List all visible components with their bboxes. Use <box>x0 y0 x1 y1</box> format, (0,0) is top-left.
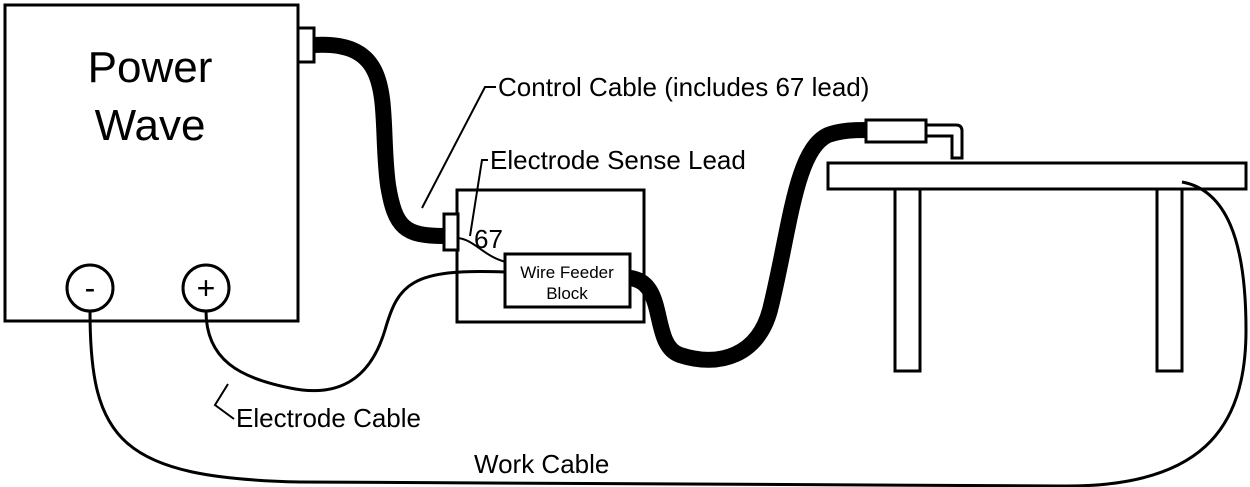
wire-feeder-block-line1: Wire Feeder <box>520 263 614 282</box>
gun-cable <box>628 122 869 368</box>
work-cable <box>88 180 1248 487</box>
lead-67-label: 67 <box>474 224 503 254</box>
lead-67-wire <box>457 237 507 263</box>
power-source-title-line2: Wave <box>95 101 206 150</box>
power-source-title-line1: Power <box>88 43 213 92</box>
welding-gun-nozzle <box>924 123 964 160</box>
negative-terminal: - <box>65 263 115 313</box>
feeder-control-connector <box>442 212 460 252</box>
welding-gun <box>864 118 964 160</box>
work-cable-label: Work Cable <box>474 449 609 479</box>
control-cable <box>313 36 445 244</box>
work-table-top <box>826 161 1248 191</box>
power-source-box <box>3 3 300 323</box>
control-cable-leader <box>421 86 496 209</box>
work-table-leg-left <box>893 187 922 373</box>
wire-feeder-block <box>503 252 632 309</box>
sense-lead-leader <box>469 159 488 237</box>
wire-feeder: 67 Wire Feeder Block <box>442 188 646 324</box>
positive-terminal-symbol: + <box>197 270 216 306</box>
work-table-leg-right <box>1155 187 1184 373</box>
power-source-connector <box>296 26 316 64</box>
electrode-cable-label: Electrode Cable <box>236 403 421 433</box>
electrode-cable <box>204 269 506 393</box>
work-table <box>826 161 1248 373</box>
negative-terminal-symbol: - <box>85 270 96 306</box>
power-source: Power Wave - + <box>3 3 316 323</box>
control-cable-label: Control Cable (includes 67 lead) <box>498 72 869 102</box>
wire-feeder-block-line2: Block <box>546 284 588 303</box>
electrode-cable-leader <box>213 383 235 420</box>
welding-gun-body <box>864 118 928 144</box>
positive-terminal: + <box>181 263 231 313</box>
electrode-sense-lead-label: Electrode Sense Lead <box>490 145 746 175</box>
